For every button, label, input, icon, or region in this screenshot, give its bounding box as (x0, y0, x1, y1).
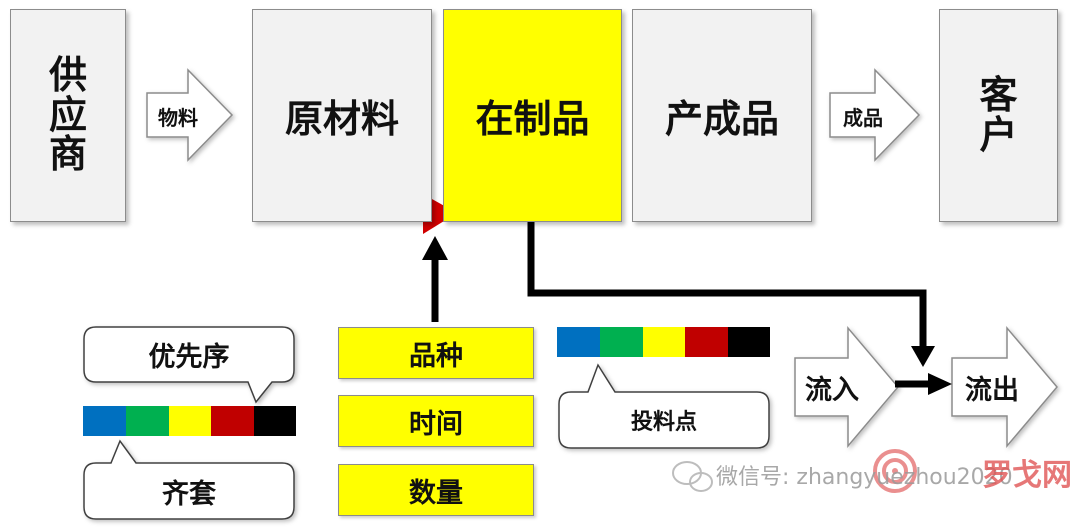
inflow-block-arrow (794, 325, 899, 449)
supplier-box: 供 应 商 (10, 9, 126, 222)
inflow-label: 流入 (805, 374, 859, 406)
feed-point-callout-label: 投料点 (630, 410, 697, 435)
material-block-arrow (146, 68, 234, 162)
customer-box: 客 户 (939, 9, 1058, 222)
color-swatch (254, 406, 296, 436)
priority-callout-label: 优先序 (148, 342, 230, 373)
kitting-callout-label: 齐套 (162, 478, 216, 510)
raw-material-box: 原材料 (252, 9, 432, 222)
color-swatch (728, 327, 770, 357)
watermark-text: 微信号: zhangyuezhou2020 (716, 465, 1013, 490)
outflow-block-arrow (951, 325, 1058, 449)
color-swatch (83, 406, 126, 436)
supplier-label-2: 应 (48, 92, 87, 137)
product-block-arrow (829, 68, 921, 162)
color-swatch (643, 327, 685, 357)
color-swatch (126, 406, 169, 436)
factor-variety-label: 品种 (409, 340, 463, 372)
supplier-label-3: 商 (48, 132, 87, 177)
supplier-label-1: 供 (48, 52, 87, 97)
wip-to-flow-connector (527, 221, 927, 348)
factor-time-label: 时间 (409, 408, 463, 440)
kitting-callout-shape (83, 439, 295, 520)
color-swatch (685, 327, 728, 357)
customer-label-1: 客 (979, 72, 1018, 117)
color-swatch (169, 406, 211, 436)
color-swatch (600, 327, 643, 357)
logistics-logo-icon (873, 449, 917, 493)
factor-up-arrow-head (422, 236, 448, 260)
wip-box: 在制品 (443, 9, 622, 222)
color-swatch (557, 327, 600, 357)
finished-goods-label: 产成品 (664, 97, 779, 141)
finished-goods-box: 产成品 (632, 9, 812, 222)
inflow-to-outflow-head (928, 373, 952, 395)
priority-callout-shape (83, 326, 295, 404)
factor-quantity-box: 数量 (338, 464, 534, 516)
wechat-icon (672, 461, 713, 492)
product-arrow-label: 成品 (843, 105, 883, 130)
customer-label-2: 户 (979, 112, 1018, 157)
factor-quantity-label: 数量 (409, 477, 463, 509)
material-arrow-label: 物料 (158, 105, 198, 130)
wip-to-flow-arrow-head (911, 346, 935, 367)
raw-material-label: 原材料 (284, 97, 399, 141)
factor-time-box: 时间 (338, 395, 534, 447)
feed-point-callout-shape (558, 363, 770, 449)
color-swatch (211, 406, 254, 436)
wip-label: 在制品 (475, 97, 590, 141)
outflow-label: 流出 (965, 374, 1019, 406)
factor-variety-box: 品种 (338, 327, 534, 379)
watermark-brand: 罗戈网 (982, 458, 1072, 493)
